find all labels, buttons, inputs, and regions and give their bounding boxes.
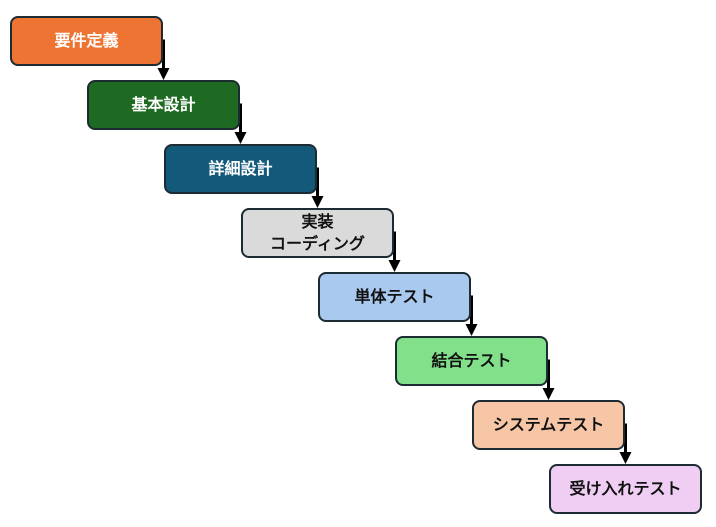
step-label: 実装 コーディング	[270, 212, 365, 253]
step-system-test: システムテスト	[472, 400, 625, 450]
connector-line	[239, 103, 242, 134]
connector-line	[624, 423, 627, 454]
step-label: 結合テスト	[431, 351, 512, 370]
step-implementation: 実装 コーディング	[241, 208, 394, 258]
step-label: システムテスト	[492, 415, 605, 434]
step-acceptance-test: 受け入れテスト	[549, 464, 702, 514]
step-integration-test: 結合テスト	[395, 336, 548, 386]
step-requirements: 要件定義	[10, 16, 163, 66]
step-label: 要件定義	[54, 31, 119, 50]
step-basic-design: 基本設計	[87, 80, 240, 130]
arrow-head-icon	[465, 324, 478, 336]
connector-line	[162, 39, 165, 70]
step-detailed-design: 詳細設計	[164, 144, 317, 194]
step-label: 基本設計	[131, 95, 196, 114]
step-label: 詳細設計	[208, 159, 273, 178]
arrow-head-icon	[388, 260, 401, 272]
step-label: 受け入れテスト	[569, 479, 682, 498]
arrow-head-icon	[619, 452, 632, 464]
step-label: 単体テスト	[354, 287, 435, 306]
arrow-head-icon	[311, 196, 324, 208]
arrow-head-icon	[157, 68, 170, 80]
step-unit-test: 単体テスト	[318, 272, 471, 322]
connector-line	[470, 295, 473, 326]
arrow-head-icon	[234, 132, 247, 144]
connector-line	[393, 231, 396, 262]
arrow-head-icon	[542, 388, 555, 400]
connector-line	[547, 359, 550, 390]
connector-line	[316, 167, 319, 198]
